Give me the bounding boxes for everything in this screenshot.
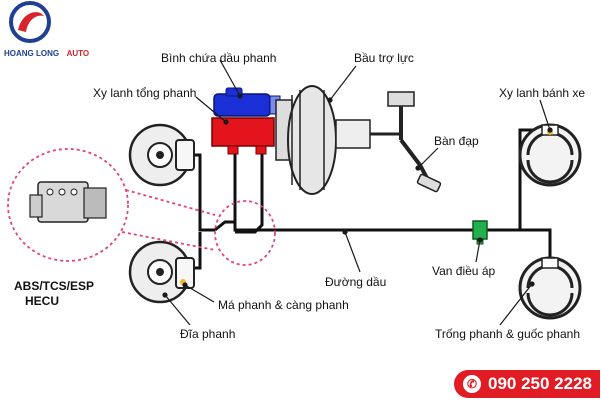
- leader-booster-dot: [327, 97, 333, 103]
- label-booster: Bầu trợ lực: [354, 51, 414, 65]
- logo-swoosh: [18, 12, 44, 32]
- label-abs-unit-line1: ABS/TCS/ESP: [14, 279, 94, 293]
- leader-wheel-cylinder: [539, 99, 551, 131]
- phone-icon: ✆: [463, 375, 481, 393]
- label-brake-line: Đường dầu: [325, 275, 386, 289]
- disc-center-upper: [156, 151, 164, 159]
- leader-reservoir: [219, 59, 241, 97]
- leader-pedal-dot: [415, 165, 421, 171]
- front-disc-upper: [128, 123, 195, 187]
- caliper-upper: [175, 139, 195, 171]
- reservoir-cap: [225, 87, 243, 97]
- disc-center-lower: [156, 268, 164, 276]
- abs-hydraulic-block: [37, 181, 89, 223]
- master-cylinder-port-2: [255, 145, 267, 155]
- leader-caliper: [184, 284, 215, 303]
- brake-line-rear-lower: [520, 228, 552, 258]
- hotline-badge[interactable]: ✆ 090 250 2228: [454, 370, 600, 398]
- leader-lines: [162, 59, 553, 326]
- label-disc: Đĩa phanh: [180, 327, 235, 341]
- abs-callout-line-1: [125, 189, 216, 216]
- rear-drum-upper: [518, 123, 582, 187]
- svg-text:HOANG LONG AUTO: HOANG LONG AUTO: [4, 43, 89, 60]
- abs-callout-line-2: [121, 231, 216, 251]
- leader-valve-dot: [477, 237, 483, 243]
- front-disc-lower: [128, 240, 195, 304]
- wheel-cylinder-lower: [541, 257, 559, 269]
- master-cylinder: [211, 117, 275, 147]
- label-master-cylinder: Xy lanh tổng phanh: [93, 86, 196, 100]
- label-abs-unit-line2: HECU: [25, 294, 59, 308]
- leader-brake-line: [344, 231, 361, 273]
- label-reservoir: Bình chứa dầu phanh: [161, 51, 276, 65]
- leader-master-dot: [223, 119, 229, 125]
- valve-body: [472, 220, 488, 240]
- brake-line-front-upper: [192, 153, 215, 232]
- brand-logo: HOANG LONG AUTO: [4, 1, 89, 60]
- leader-drum-dot: [529, 281, 535, 287]
- brand-suffix: AUTO: [67, 49, 90, 58]
- brake-line-main: [233, 150, 520, 232]
- leader-booster: [329, 65, 357, 101]
- leader-drum: [499, 283, 533, 326]
- pedal-arm: [399, 138, 430, 181]
- leader-reservoir-dot: [237, 93, 243, 99]
- label-wheel-cylinder: Xy lanh bánh xe: [499, 86, 585, 100]
- abs-motor: [29, 194, 43, 218]
- brake-line-secondary: [235, 150, 264, 234]
- brake-lines: [192, 128, 552, 270]
- abs-port-3: [70, 188, 78, 196]
- label-valve: Van điều áp: [432, 264, 495, 278]
- leader-master-cylinder: [195, 96, 227, 123]
- pedal-pad: [416, 173, 442, 193]
- leader-disc: [164, 294, 191, 326]
- leader-pedal: [417, 147, 439, 169]
- booster-valve-body: [335, 119, 371, 149]
- brand-name: HOANG LONG: [4, 49, 59, 58]
- abs-port-1: [46, 188, 54, 196]
- master-cylinder-port-1: [227, 145, 239, 155]
- label-pedal: Bàn đạp: [434, 134, 479, 148]
- brake-booster: [275, 85, 402, 195]
- brake-line-junction: [214, 220, 235, 232]
- leader-caliper-dot: [182, 282, 188, 288]
- abs-ecu: [83, 187, 107, 219]
- leader-disc-dot: [162, 292, 168, 298]
- master-cylinder-assembly: [211, 87, 281, 155]
- leader-brake-line-dot: [342, 229, 348, 235]
- label-drum: Trống phanh & guốc phanh: [435, 327, 580, 341]
- rear-drum-lower: [518, 256, 582, 320]
- drum-shoe-upper-b: [526, 159, 574, 184]
- abs-unit-inset: [7, 148, 276, 266]
- pedal-bracket: [387, 91, 415, 107]
- hotline-number: 090 250 2228: [488, 374, 592, 393]
- abs-location-circle: [214, 200, 276, 266]
- leader-valve: [475, 239, 481, 263]
- leader-wheel-cylinder-dot: [547, 127, 553, 133]
- abs-port-2: [58, 188, 66, 196]
- label-caliper: Má phanh & càng phanh: [218, 298, 349, 312]
- brake-pedal: [387, 91, 442, 193]
- logo-ring: [9, 1, 51, 43]
- drum-shoe-lower-b: [526, 292, 574, 317]
